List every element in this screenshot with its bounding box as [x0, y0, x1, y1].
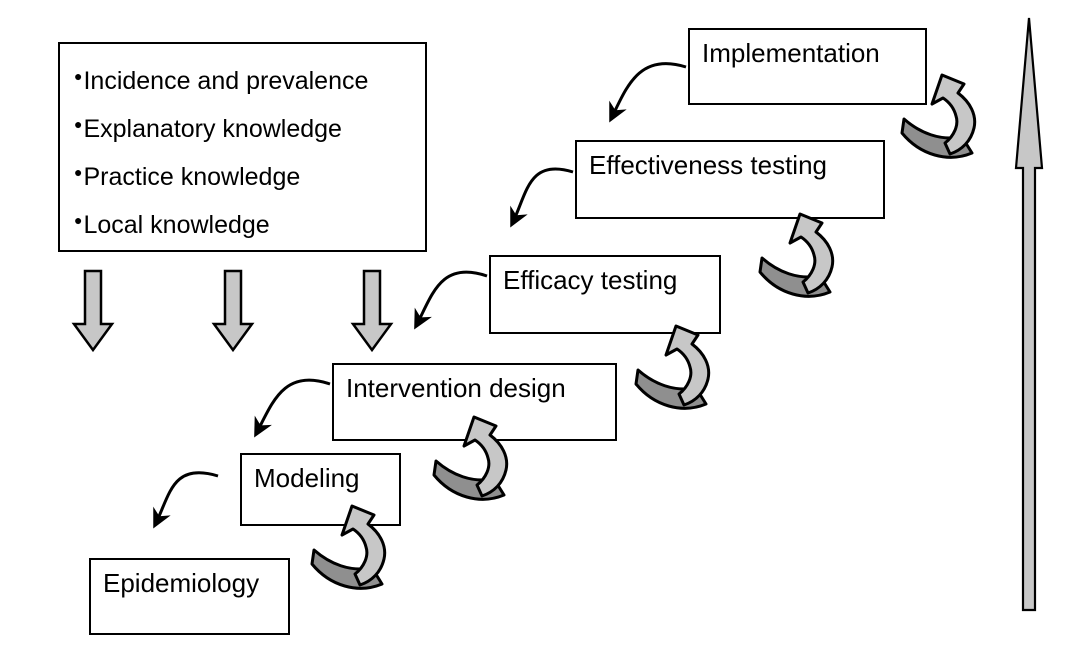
- bullet-icon: ●: [74, 212, 83, 228]
- ascent-arrow-icon: [1014, 17, 1044, 612]
- knowledge-item-label: Incidence and prevalence: [83, 67, 369, 95]
- bullet-icon: ●: [74, 164, 83, 180]
- down-arrow-icon: [211, 269, 255, 353]
- curved-flow-arrow-icon: [414, 270, 488, 330]
- curved-flow-arrow-icon: [153, 471, 219, 529]
- bullet-icon: ●: [74, 116, 83, 132]
- knowledge-item-label: Explanatory knowledge: [83, 115, 342, 143]
- curved-flow-arrow-icon: [609, 62, 687, 123]
- stage-box-epidemiology: Epidemiology: [89, 558, 290, 635]
- knowledge-list: ● Incidence and prevalence ● Explanatory…: [74, 66, 425, 241]
- down-arrow-icon: [71, 269, 115, 353]
- stage-box-efficacy-testing: Efficacy testing: [489, 255, 721, 334]
- knowledge-item: ● Practice knowledge: [74, 162, 425, 193]
- knowledge-item-label: Practice knowledge: [83, 163, 301, 191]
- feedback-cycle-arrow-icon: [758, 212, 835, 298]
- knowledge-item: ● Incidence and prevalence: [74, 66, 425, 97]
- knowledge-item: ● Local knowledge: [74, 210, 425, 241]
- curved-flow-arrow-icon: [254, 378, 331, 438]
- knowledge-inputs-box: ● Incidence and prevalence ● Explanatory…: [58, 42, 427, 252]
- curved-flow-arrow-icon: [510, 167, 574, 228]
- stage-box-modeling: Modeling: [240, 453, 401, 526]
- stage-box-effectiveness-testing: Effectiveness testing: [575, 140, 885, 219]
- down-arrow-icon: [350, 269, 394, 353]
- stage-box-implementation: Implementation: [688, 28, 927, 105]
- knowledge-item: ● Explanatory knowledge: [74, 114, 425, 145]
- bullet-icon: ●: [74, 68, 83, 84]
- feedback-cycle-arrow-icon: [634, 324, 711, 410]
- stage-box-intervention-design: Intervention design: [332, 363, 617, 441]
- knowledge-item-label: Local knowledge: [83, 211, 270, 239]
